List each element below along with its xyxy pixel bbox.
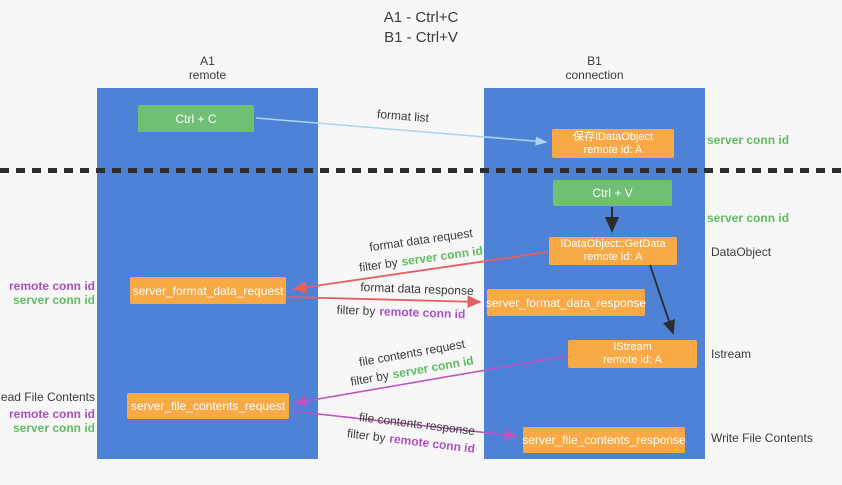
server-format-data-response-label: server_format_data_response	[485, 295, 647, 310]
left-label-remote-conn-id-2: remote conn id	[8, 407, 95, 421]
right-label-server-conn-id-2: server conn id	[707, 211, 790, 225]
node-idataobject-getdata: IDataObject::GetData remote id: A	[549, 237, 677, 265]
node-ctrl-c: Ctrl + C	[138, 105, 254, 132]
left-label-read-file-contents: Read File Contents	[0, 390, 95, 404]
left-label-remote-conn-id-1: remote conn id	[8, 279, 95, 293]
istream-remote-id: remote id: A	[603, 354, 662, 366]
ctrl-v-label: Ctrl + V	[592, 186, 633, 200]
phase-separator-dotted-line	[0, 168, 842, 173]
istream-title: IStream	[613, 341, 652, 353]
filter-by-prefix: filter by	[358, 255, 399, 275]
server-file-contents-response-label: server_file_contents_response	[522, 433, 686, 447]
edge-label-format-list: format list	[376, 106, 430, 126]
server-format-data-request-label: server_format_data_request	[132, 283, 284, 298]
filter-by-prefix: filter by	[336, 302, 376, 319]
left-lane-header: A1 remote	[137, 54, 278, 82]
edge-label-format-data-response: format data response	[360, 280, 474, 298]
filter-by-prefix: filter by	[349, 368, 390, 389]
node-server-file-contents-response: server_file_contents_response	[522, 427, 686, 453]
diagram-title: A1 - Ctrl+C B1 - Ctrl+V	[0, 8, 842, 48]
node-server-file-contents-request: server_file_contents_request	[127, 393, 289, 419]
node-save-idataobject: 保存IDataObject remote id: A	[552, 129, 674, 158]
node-ctrl-v: Ctrl + V	[553, 180, 672, 206]
title-line-1: A1 - Ctrl+C	[383, 9, 459, 26]
filter-by-prefix: filter by	[346, 426, 387, 445]
right-lane-name: B1	[587, 54, 602, 68]
getdata-title: IDataObject::GetData	[560, 238, 666, 250]
left-lane-name: A1	[200, 54, 215, 68]
right-lane-role: connection	[565, 68, 624, 82]
right-label-dataobject: DataObject	[711, 245, 772, 259]
save-idataobject-title: 保存IDataObject	[572, 130, 654, 143]
right-label-istream: Istream	[711, 347, 752, 361]
right-label-server-conn-id-1: server conn id	[707, 133, 790, 147]
node-server-format-data-request: server_format_data_request	[130, 277, 286, 304]
node-server-format-data-response: server_format_data_response	[485, 289, 647, 316]
left-lane-role: remote	[188, 68, 227, 82]
title-line-2: B1 - Ctrl+V	[384, 29, 458, 46]
save-idataobject-remote-id: remote id: A	[583, 143, 643, 156]
ctrl-c-label: Ctrl + C	[175, 111, 217, 126]
right-label-write-file-contents: Write File Contents	[711, 431, 813, 445]
left-label-server-conn-id-2: server conn id	[12, 421, 95, 435]
server-file-contents-request-label: server_file_contents_request	[130, 399, 286, 413]
right-lane-header: B1 connection	[524, 54, 665, 82]
node-istream: IStream remote id: A	[568, 340, 697, 368]
left-label-server-conn-id-1: server conn id	[12, 293, 95, 307]
getdata-remote-id: remote id: A	[583, 251, 643, 263]
remote-conn-id-keyword: remote conn id	[379, 304, 466, 322]
